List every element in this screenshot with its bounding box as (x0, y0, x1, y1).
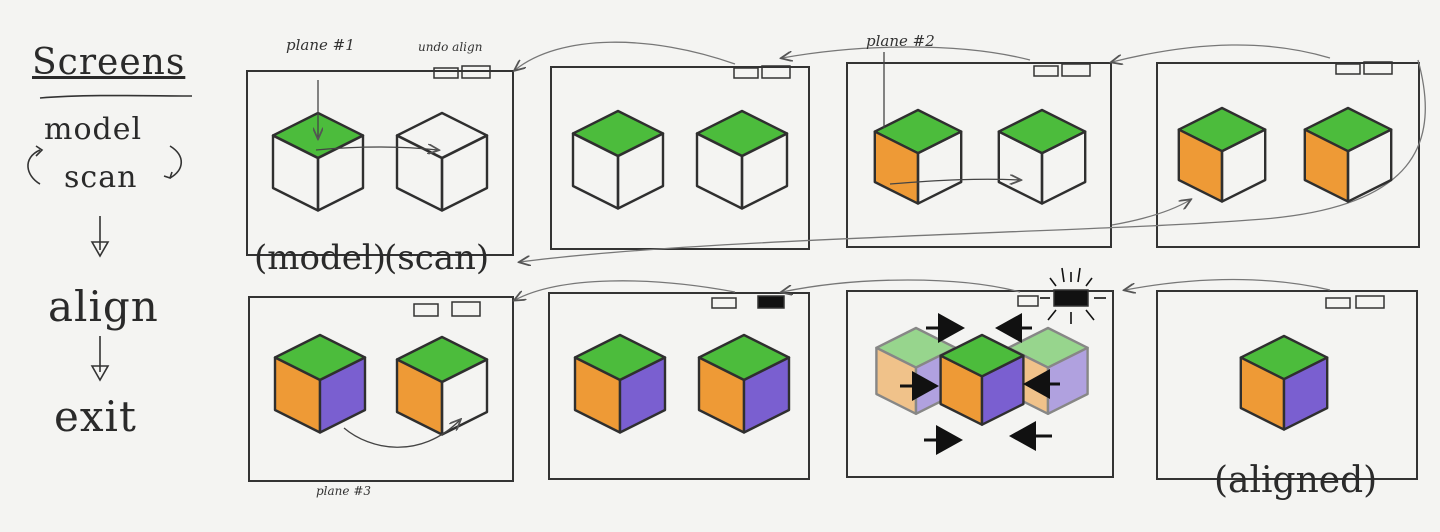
aligned-cube (1239, 334, 1329, 431)
plane1-label: plane #1 (286, 36, 355, 54)
align-button[interactable] (461, 65, 491, 79)
nav-arrow-s4-s5b (520, 219, 1251, 262)
nav-arrow-s2-s1 (515, 41, 736, 70)
model-cube (573, 333, 667, 434)
scan-cube (395, 335, 489, 436)
undo-button[interactable] (1033, 65, 1059, 77)
undo-button[interactable] (711, 297, 737, 309)
undo-button[interactable] (1335, 63, 1361, 75)
scan-cube (697, 333, 791, 434)
right-face (1346, 128, 1393, 203)
model-to-scan-arrow-3 (343, 420, 460, 448)
screen-buttons (413, 61, 1393, 317)
top-face (571, 109, 665, 158)
undo-align-label: undo align (418, 40, 483, 54)
right-face (742, 356, 791, 434)
right-face (1220, 128, 1267, 203)
right-face (316, 134, 365, 212)
caption-scan: (scan) (384, 238, 490, 278)
nav-arrow-s3-s2 (782, 46, 1031, 60)
model-cube (571, 109, 665, 210)
screen-6 (548, 292, 810, 480)
undo-button[interactable] (1017, 295, 1039, 307)
caption-aligned: (aligned) (1214, 460, 1378, 501)
screen-3 (846, 62, 1112, 248)
model-cube (273, 333, 367, 434)
legend-title: Screens (32, 42, 186, 83)
motion-arrows (900, 313, 1060, 455)
scan-cube (395, 111, 489, 212)
screen-2 (550, 66, 810, 250)
right-face (1046, 346, 1089, 415)
left-face (395, 134, 444, 212)
screen-5 (248, 296, 514, 482)
align-button[interactable] (761, 65, 791, 79)
model-to-scan-arrow-2 (889, 179, 1020, 184)
scan-cube (695, 109, 789, 210)
undo-button[interactable] (733, 67, 759, 79)
model-to-scan-arrow (315, 147, 438, 150)
align-button[interactable] (1363, 61, 1393, 75)
align-button[interactable] (1355, 295, 1385, 309)
scan-cube (1303, 106, 1393, 203)
align-button-active[interactable] (757, 295, 785, 309)
right-face (616, 132, 665, 210)
align-button[interactable] (1061, 63, 1091, 77)
undo-button[interactable] (1325, 297, 1351, 309)
top-face (695, 109, 789, 158)
top-face (997, 108, 1087, 155)
caption-model: (model) (254, 238, 386, 278)
nav-arrow-s8-s7 (1125, 278, 1331, 291)
nav-arrow-s3-s4 (1111, 200, 1190, 226)
legend-item-model: model (44, 112, 143, 147)
nav-arrow-s4-s3 (1112, 44, 1331, 62)
right-face (440, 134, 489, 212)
align-burst (1040, 267, 1106, 324)
legend-decorations (27, 94, 193, 382)
scan-cube (997, 108, 1087, 205)
right-face (916, 130, 963, 205)
align-button-active[interactable] (1053, 289, 1089, 307)
plane2-label: plane #2 (866, 32, 935, 50)
right-face (1040, 130, 1087, 205)
aligning-cube (939, 333, 1025, 426)
screen-8 (1156, 290, 1418, 480)
screen-1 (246, 70, 514, 256)
undo-button[interactable] (433, 67, 459, 79)
right-face (740, 132, 789, 210)
legend-item-exit: exit (54, 392, 137, 441)
model-cube (1177, 106, 1267, 203)
nav-arrow-s6-s5 (515, 280, 736, 300)
screen-7 (846, 290, 1114, 478)
model-cube (873, 108, 963, 205)
right-face (318, 356, 367, 434)
screen-4 (1156, 62, 1420, 248)
legend-item-scan: scan (64, 160, 138, 195)
right-face (1282, 356, 1329, 431)
undo-button[interactable] (413, 303, 439, 317)
legend-item-align: align (48, 282, 159, 331)
align-button[interactable] (451, 301, 481, 317)
right-face (618, 356, 667, 434)
top-face (395, 111, 489, 160)
plane3-label: plane #3 (316, 484, 372, 498)
nav-arrow-s7-s6 (782, 279, 1021, 292)
nav-arrow-s4-s5 (1249, 59, 1426, 221)
